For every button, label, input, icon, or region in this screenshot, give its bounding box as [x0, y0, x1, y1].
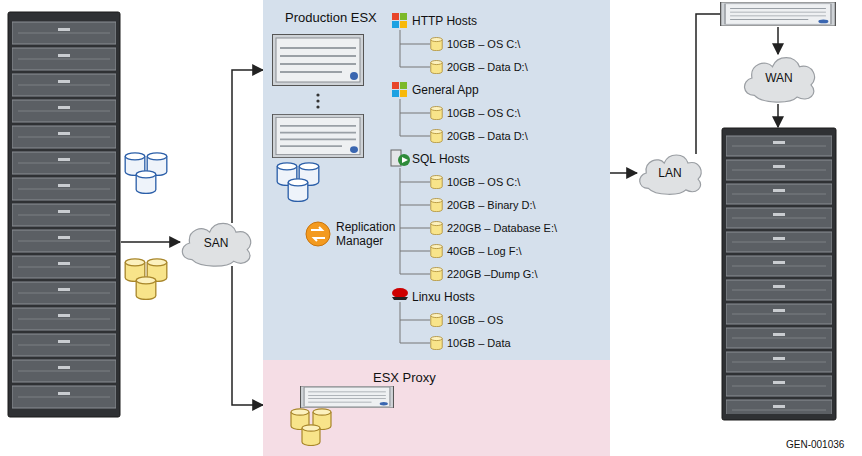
group-heading: General App — [412, 83, 479, 97]
server — [721, 2, 836, 26]
panel-heading: ESX Proxy — [373, 370, 436, 385]
connector-arrow — [232, 266, 263, 405]
connector-arrow — [610, 172, 637, 174]
disk-icons — [125, 153, 167, 300]
network-label: WAN — [765, 71, 793, 85]
disk-icon — [302, 425, 320, 446]
lan-link — [696, 14, 720, 154]
storage-array — [722, 128, 836, 420]
wan-link — [777, 104, 779, 127]
cloud-shape: SAN — [176, 218, 256, 268]
replication-icon — [306, 222, 330, 246]
proxy-panel: ESX Proxy — [263, 360, 610, 456]
disk-label: 20GB – Binary D:\ — [447, 198, 536, 212]
group-heading: SQL Hosts — [412, 152, 470, 166]
redhat-icon — [392, 288, 408, 300]
proxy-illustration — [263, 360, 610, 456]
sql-icon — [391, 150, 410, 166]
disk-label: 20GB – Data D:\ — [447, 129, 528, 143]
component-label: Replication Manager — [336, 220, 416, 248]
connector-arrow — [232, 70, 263, 223]
disk-label: 10GB – OS — [447, 313, 503, 327]
cloud-shape: LAN — [634, 150, 706, 196]
wan-link — [777, 27, 779, 54]
disk-label: 220GB –Dump G:\ — [447, 267, 538, 281]
network-label: LAN — [658, 166, 681, 180]
figure-id: GEN-001036 — [786, 438, 844, 452]
array-link — [121, 241, 180, 243]
server — [301, 386, 394, 408]
esx-illustration — [263, 0, 610, 360]
disk-label: 220GB – Database E:\ — [447, 221, 557, 235]
group-heading: HTTP Hosts — [412, 14, 477, 28]
panel-heading: Production ESX — [285, 10, 377, 25]
host-panel: Production ESX — [263, 0, 610, 360]
disk-label: 20GB – Data D:\ — [447, 60, 528, 74]
windows-icon — [392, 82, 407, 97]
group-heading: Linxu Hosts — [412, 290, 475, 304]
windows-icon — [392, 13, 407, 28]
cloud-shape: WAN — [738, 52, 820, 104]
disk-label: 10GB – Data — [447, 336, 511, 350]
network-label: SAN — [204, 236, 229, 250]
storage-array — [8, 12, 120, 417]
server — [273, 114, 364, 157]
disk-label: 10GB – OS C:\ — [447, 175, 520, 189]
server — [273, 35, 364, 86]
disk-label: 10GB – OS C:\ — [447, 106, 520, 120]
disk-icon — [288, 179, 308, 202]
disk-label: 10GB – OS C:\ — [447, 37, 520, 51]
disk-label: 40GB – Log F:\ — [447, 244, 522, 258]
